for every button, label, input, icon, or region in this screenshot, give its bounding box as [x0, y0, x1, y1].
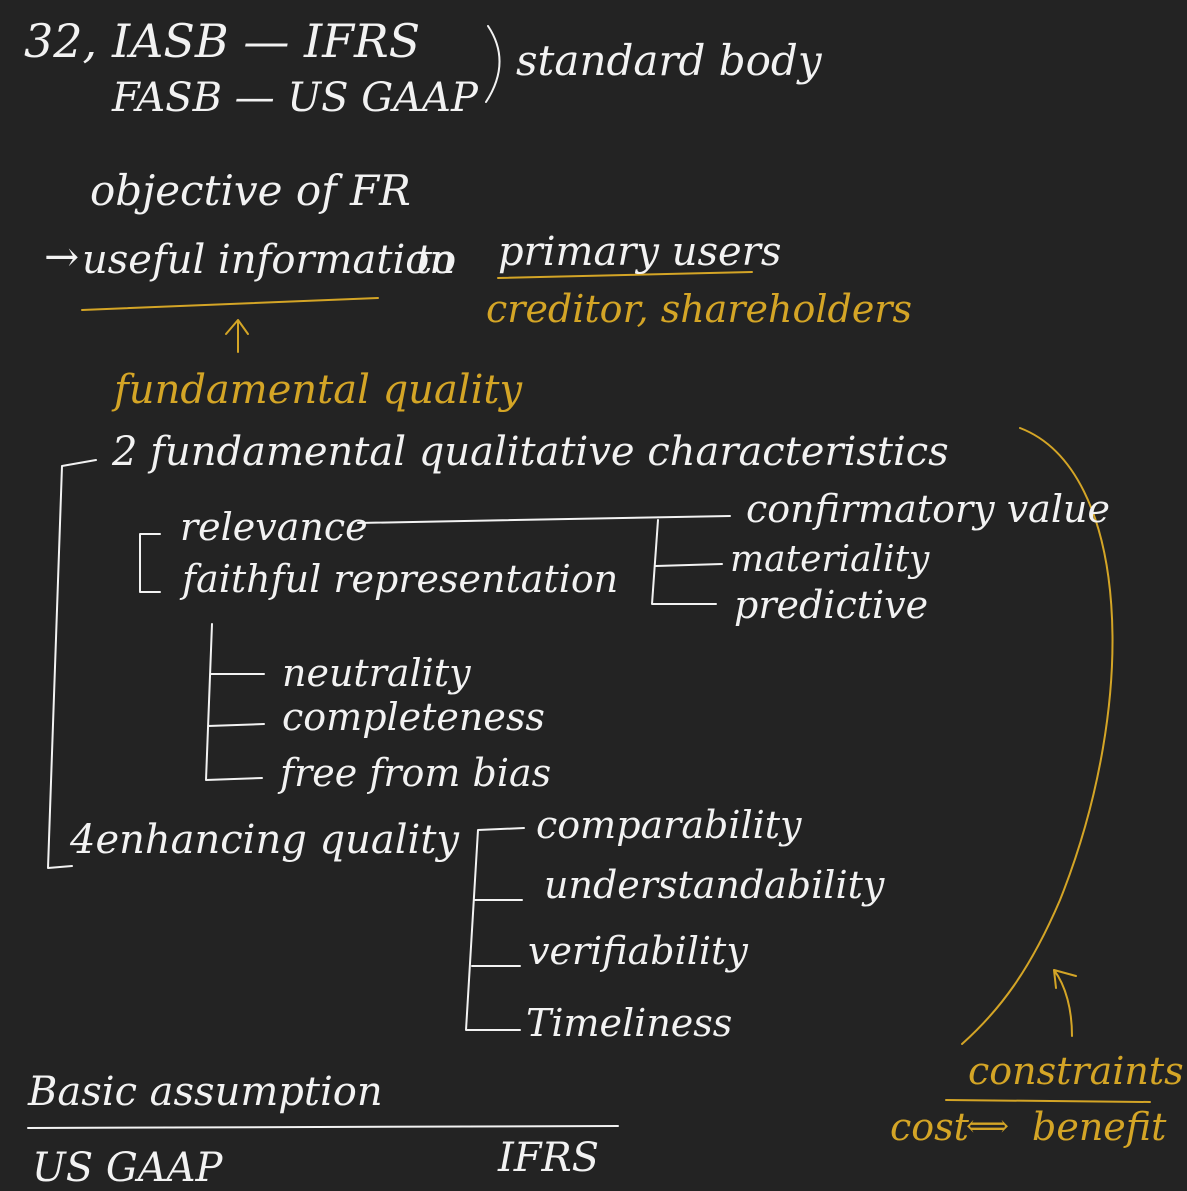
us-gaap-column: US GAAP	[32, 1145, 223, 1191]
enhancing-item: understandability	[544, 863, 885, 907]
users-examples: creditor, shareholders	[486, 287, 912, 331]
constraints-label: constraints	[968, 1049, 1184, 1093]
benefit-label: benefit	[1032, 1105, 1167, 1149]
double-arrow-icon: ⟺	[966, 1109, 1010, 1144]
faithful-item: neutrality	[282, 651, 471, 695]
useful-information: useful information	[82, 237, 456, 283]
enhancing-item: comparability	[536, 803, 802, 847]
outer-bracket	[47, 459, 97, 869]
faithful-items-bracket	[205, 623, 265, 781]
cost-label: cost	[890, 1105, 969, 1149]
basic-assumption-title: Basic assumption	[28, 1069, 383, 1115]
faithful-item: free from bias	[280, 751, 552, 795]
fundamental-heading: 2 fundamental qualitative characteristic…	[112, 429, 949, 475]
standard-body-label: standard body	[516, 36, 822, 85]
constraints-curve	[961, 427, 1114, 1045]
fasb-usgaap-line: FASB — US GAAP	[112, 75, 478, 121]
objective-title: objective of FR	[90, 166, 411, 215]
enhancing-items-bracket	[465, 827, 525, 1031]
enhancing-item: Timeliness	[526, 1001, 733, 1045]
relevance-faithful-bracket	[139, 533, 161, 593]
relevance-label: relevance	[180, 505, 368, 549]
standard-body-bracket	[485, 25, 501, 103]
relevance-items-bracket	[651, 519, 723, 605]
primary-users-underline	[497, 271, 753, 279]
useful-info-underline	[81, 297, 379, 311]
up-arrow-icon	[225, 319, 249, 353]
to-word: to	[416, 237, 457, 283]
enhancing-item: verifiability	[528, 929, 748, 973]
relevance-connector	[357, 515, 731, 524]
constraints-divider	[945, 1099, 1151, 1103]
ifrs-column: IFRS	[498, 1135, 600, 1181]
arrow-icon: →	[44, 232, 80, 281]
iasb-ifrs-line: IASB — IFRS	[112, 14, 421, 68]
relevance-item: predictive	[734, 583, 929, 627]
fundamental-quality-note: fundamental quality	[114, 367, 523, 413]
faithful-item: completeness	[282, 695, 545, 739]
note-number: 32,	[24, 14, 98, 68]
relevance-item: materiality	[730, 539, 930, 580]
primary-users: primary users	[498, 229, 782, 275]
faithful-representation-label: faithful representation	[182, 557, 619, 601]
relevance-item: confirmatory value	[746, 487, 1110, 531]
constraints-up-arrow-icon	[1053, 969, 1077, 1037]
enhancing-heading: 4enhancing quality	[70, 817, 460, 863]
assumption-rule	[27, 1125, 619, 1129]
